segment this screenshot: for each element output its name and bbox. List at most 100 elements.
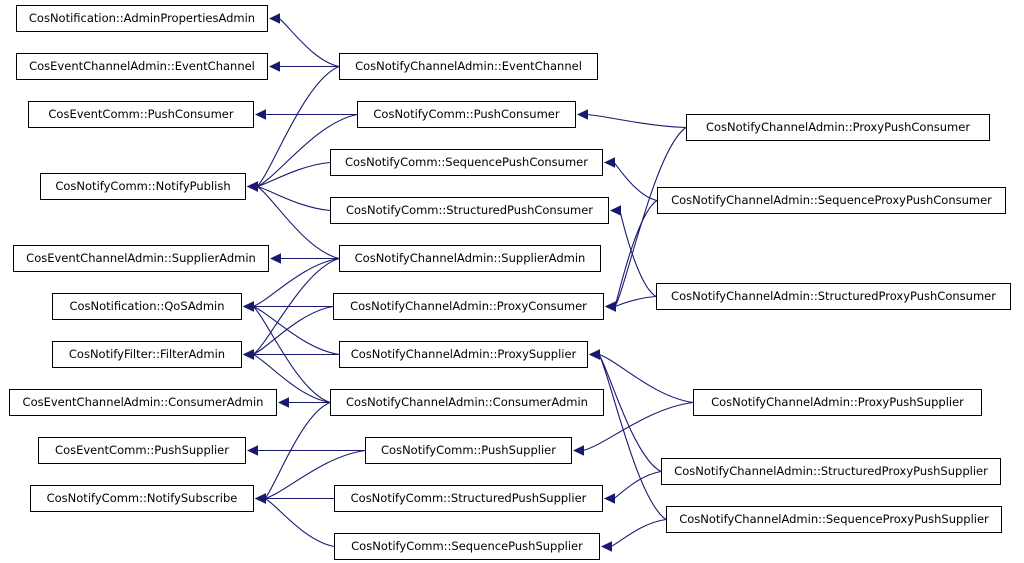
inheritance-edge — [610, 205, 657, 297]
edge-arrowhead — [255, 493, 266, 504]
edge-line — [619, 210, 657, 297]
edge-arrowhead — [589, 349, 600, 360]
edge-line — [252, 305, 334, 356]
class-node-label: CosNotifyChannelAdmin::ProxySupplier — [350, 346, 577, 361]
edge-arrowhead — [255, 493, 266, 504]
edge-arrowhead — [243, 349, 254, 360]
class-node[interactable]: CosNotifyChannelAdmin::StructuredProxyPu… — [656, 283, 1011, 310]
class-node[interactable]: CosNotifyChannelAdmin::EventChannel — [339, 53, 598, 80]
inheritance-edge — [243, 301, 340, 356]
class-node-label: CosNotification::AdminPropertiesAdmin — [28, 10, 256, 25]
edge-line — [256, 186, 340, 260]
edge-line — [264, 401, 331, 499]
class-node[interactable]: CosNotifyComm::NotifyPublish — [40, 173, 246, 200]
class-node[interactable]: CosNotifyChannelAdmin::ProxyConsumer — [333, 293, 604, 320]
edge-arrowhead — [278, 397, 289, 408]
class-node[interactable]: CosNotifyChannelAdmin::ProxySupplier — [339, 341, 588, 368]
inheritance-edge — [243, 257, 340, 360]
edge-arrowhead — [243, 349, 254, 360]
class-node[interactable]: CosNotifyComm::PushSupplier — [365, 437, 572, 464]
class-node[interactable]: CosNotifyComm::PushConsumer — [357, 101, 576, 128]
inheritance-edge — [243, 349, 339, 360]
class-node[interactable]: CosNotifyChannelAdmin::ProxyPushSupplier — [693, 389, 982, 416]
class-node[interactable]: CosNotifyChannelAdmin::StructuredProxyPu… — [661, 458, 1001, 485]
class-node[interactable]: CosNotifyComm::SequencePushSupplier — [334, 533, 600, 560]
inheritance-edge — [255, 401, 331, 504]
class-node[interactable]: CosNotifyComm::StructuredPushSupplier — [334, 485, 603, 512]
class-node[interactable]: CosNotifyFilter::FilterAdmin — [52, 341, 242, 368]
inheritance-edge — [601, 518, 667, 552]
inheritance-edge — [589, 349, 694, 404]
edge-arrowhead — [247, 181, 258, 192]
class-node-label: CosNotifyChannelAdmin::StructuredProxyPu… — [674, 463, 988, 478]
class-node[interactable]: CosNotifyComm::SequencePushConsumer — [330, 149, 603, 176]
edge-arrowhead — [243, 349, 254, 360]
class-node[interactable]: CosEventComm::PushSupplier — [38, 437, 246, 464]
edge-line — [598, 354, 662, 472]
class-node-label: CosNotifyChannelAdmin::EventChannel — [355, 58, 582, 73]
edge-arrowhead — [589, 349, 600, 360]
inheritance-edge — [255, 493, 335, 548]
edge-arrowhead — [604, 157, 615, 168]
class-node-label: CosNotifyChannelAdmin::ProxyPushSupplier — [711, 394, 964, 409]
edge-arrowhead — [589, 349, 600, 360]
edge-arrowhead — [247, 181, 258, 192]
edge-arrowhead — [243, 301, 254, 312]
inheritance-edge — [243, 301, 331, 404]
class-node[interactable]: CosEventChannelAdmin::EventChannel — [16, 53, 268, 80]
class-node[interactable]: CosNotifyChannelAdmin::SequenceProxyPush… — [657, 187, 1006, 214]
inheritance-edge — [605, 295, 657, 312]
class-node[interactable]: CosNotification::QoSAdmin — [52, 293, 242, 320]
class-node[interactable]: CosNotification::AdminPropertiesAdmin — [16, 5, 268, 32]
inheritance-edge — [247, 65, 340, 192]
inheritance-edge — [577, 109, 687, 129]
class-node-label: CosNotifyComm::SequencePushConsumer — [345, 154, 588, 169]
class-node-label: CosNotifyChannelAdmin::ProxyPushConsumer — [705, 119, 971, 134]
class-node-label: CosEventChannelAdmin::EventChannel — [29, 58, 255, 73]
edge-line — [598, 354, 667, 520]
class-node-label: CosNotifyChannelAdmin::ConsumerAdmin — [346, 394, 588, 409]
inheritance-edge — [247, 161, 331, 192]
edge-arrowhead — [247, 181, 258, 192]
class-node-label: CosNotifyComm::StructuredPushConsumer — [345, 202, 593, 217]
edge-arrowhead — [243, 301, 254, 312]
class-node[interactable]: CosNotifyChannelAdmin::ProxyPushConsumer — [686, 114, 990, 141]
class-node-label: CosEventComm::PushConsumer — [48, 106, 234, 121]
edge-arrowhead — [255, 109, 266, 120]
edge-line — [252, 257, 340, 355]
inheritance-edge — [255, 493, 334, 504]
edge-arrowhead — [604, 493, 615, 504]
inheritance-edge — [247, 181, 331, 212]
edge-line — [614, 295, 657, 308]
edge-arrowhead — [247, 445, 258, 456]
class-node[interactable]: CosEventChannelAdmin::ConsumerAdmin — [9, 389, 277, 416]
edge-line — [256, 185, 331, 212]
class-node[interactable]: CosNotifyComm::StructuredPushConsumer — [330, 197, 609, 224]
inheritance-edge — [247, 445, 365, 456]
inheritance-edge — [278, 397, 330, 408]
edge-line — [256, 161, 331, 188]
class-node[interactable]: CosEventComm::PushConsumer — [28, 101, 254, 128]
edge-line — [598, 353, 694, 404]
edge-arrowhead — [605, 301, 616, 312]
edge-arrowhead — [573, 445, 584, 456]
edge-arrowhead — [247, 181, 258, 192]
class-node[interactable]: CosNotifyComm::NotifySubscribe — [30, 485, 254, 512]
inheritance-edge — [255, 109, 357, 120]
class-node[interactable]: CosNotifyChannelAdmin::SequenceProxyPush… — [666, 506, 1002, 533]
class-node[interactable]: CosEventChannelAdmin::SupplierAdmin — [13, 245, 269, 272]
class-node[interactable]: CosNotifyChannelAdmin::SupplierAdmin — [339, 245, 601, 272]
edge-line — [256, 65, 340, 187]
class-node-label: CosNotifyComm::NotifySubscribe — [46, 490, 238, 505]
edge-line — [264, 498, 335, 548]
class-node-label: CosNotifyChannelAdmin::StructuredProxyPu… — [671, 288, 996, 303]
edge-arrowhead — [269, 13, 280, 24]
inheritance-edge — [604, 470, 662, 504]
edge-arrowhead — [243, 301, 254, 312]
edge-arrowhead — [255, 493, 266, 504]
class-node-label: CosNotifyComm::StructuredPushSupplier — [350, 490, 587, 505]
edge-line — [613, 470, 662, 499]
class-node[interactable]: CosNotifyChannelAdmin::ConsumerAdmin — [330, 389, 604, 416]
class-node-label: CosNotifyFilter::FilterAdmin — [68, 346, 226, 361]
